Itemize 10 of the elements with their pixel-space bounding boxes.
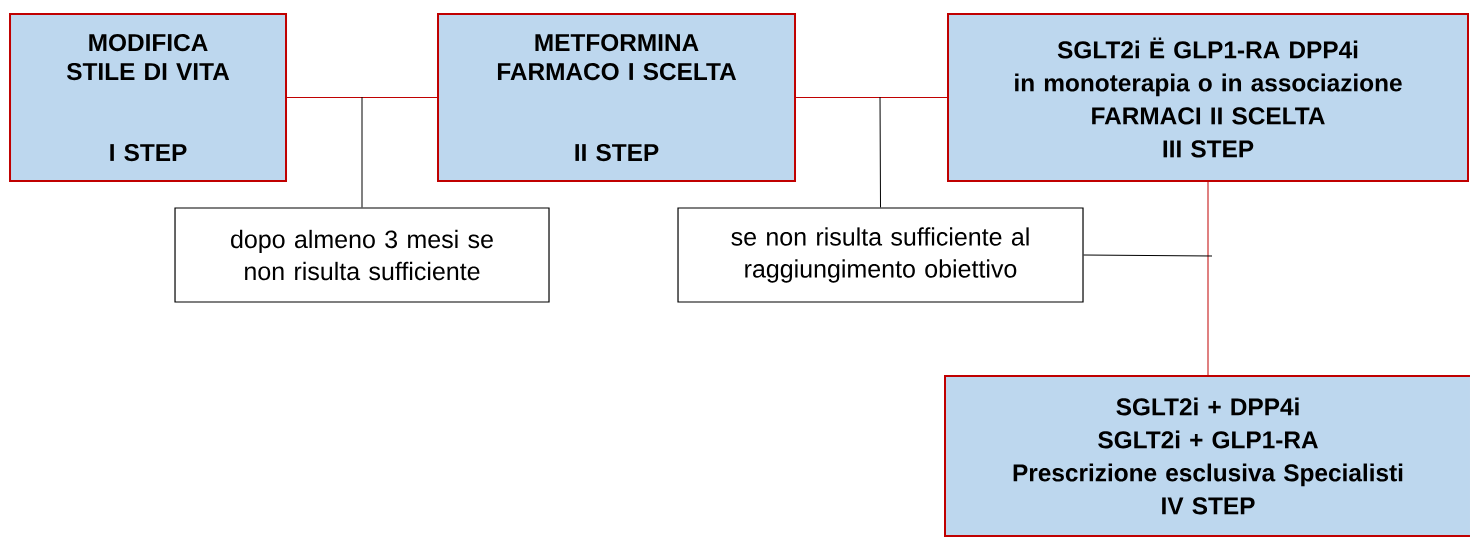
connector-line (879, 96, 881, 208)
connector-line (361, 96, 363, 208)
connector-line (1207, 181, 1209, 376)
step-box: SGLT2i Ë GLP1-RA DPP4i in monoterapia o in associazione FARMACI II SCELTA III STEP (947, 13, 1469, 182)
connector-line (1083, 254, 1213, 257)
connector-line (286, 97, 438, 98)
connector-line (795, 97, 948, 98)
condition-box: dopo almeno 3 mesi se non risulta sufficiente (174, 207, 550, 303)
step-box: SGLT2i + DPP4i SGLT2i + GLP1-RA Prescrizione esclusiva Specialisti IV STEP (944, 375, 1470, 537)
condition-box: se non risulta sufficiente al raggiungimento obiettivo (677, 207, 1084, 303)
